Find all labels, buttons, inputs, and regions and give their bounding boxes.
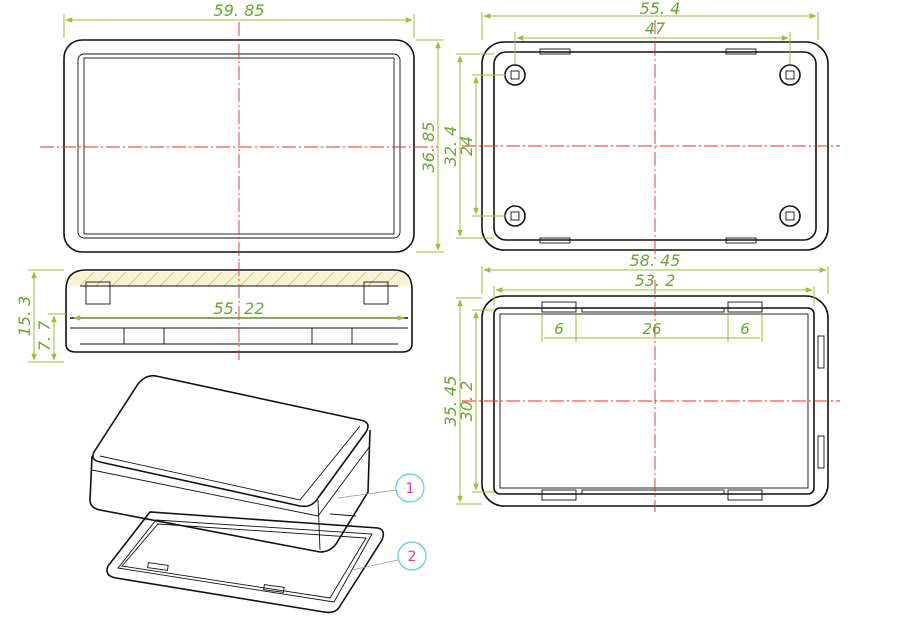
bottom-tab-tr: [727, 301, 763, 313]
front-inner-height-label: 32. 4: [441, 126, 460, 167]
iso-callout-2-label: 2: [408, 549, 417, 565]
bottom-inner-height-label: 30. 2: [457, 381, 476, 422]
side-outer-profile: [65, 269, 413, 353]
bottom-tab-gap-label: 26: [642, 320, 661, 338]
top-width-label: 55. 4: [640, 0, 681, 18]
bottom-view: 58. 45 53. 2 6 26 6 35. 45 30. 2: [441, 251, 840, 512]
iso-callout-1-leader: [337, 489, 397, 499]
iso-box-top: [92, 374, 369, 508]
side-height-label: 15. 3: [15, 296, 34, 337]
bottom-height-label: 35. 45: [441, 376, 460, 427]
bottom-tab-bl: [541, 489, 577, 501]
front-height-label: 36. 85: [419, 122, 438, 173]
top-view: 55. 4 47 32. 4 24: [441, 0, 840, 262]
bottom-tab-br: [727, 489, 763, 501]
top-boss-tl: [504, 64, 526, 86]
bottom-tab-tl: [541, 301, 577, 313]
iso-lid-outline: [106, 511, 385, 614]
side-inner-height-label: 7. 7: [35, 320, 54, 351]
bottom-tab-left-label: 6: [554, 320, 564, 338]
top-boss-br: [779, 205, 801, 227]
iso-callout-1-circle: [395, 473, 425, 503]
iso-box-side: [89, 429, 371, 553]
iso-callout-1-label: 1: [406, 481, 415, 497]
top-height-label: 24: [457, 136, 476, 156]
bottom-tab-right-label: 6: [740, 320, 750, 338]
side-hatch-lines: [79, 271, 399, 287]
side-view: 55. 22 15. 3 7. 7: [15, 262, 413, 363]
front-width-label: 59. 85: [214, 1, 265, 20]
bottom-inner-width-label: 53. 2: [635, 271, 676, 290]
front-view: 59. 85 36. 85: [40, 1, 444, 262]
side-length-label: 55. 22: [214, 299, 265, 318]
iso-view: 1 2: [89, 374, 427, 614]
iso-callout-2-leader: [351, 559, 399, 571]
top-boss-tr: [779, 64, 801, 86]
iso-callout-2-circle: [397, 541, 427, 571]
bottom-width-label: 58. 45: [630, 251, 681, 270]
top-boss-bl: [504, 205, 526, 227]
top-inner-width-label: 47: [645, 19, 666, 38]
